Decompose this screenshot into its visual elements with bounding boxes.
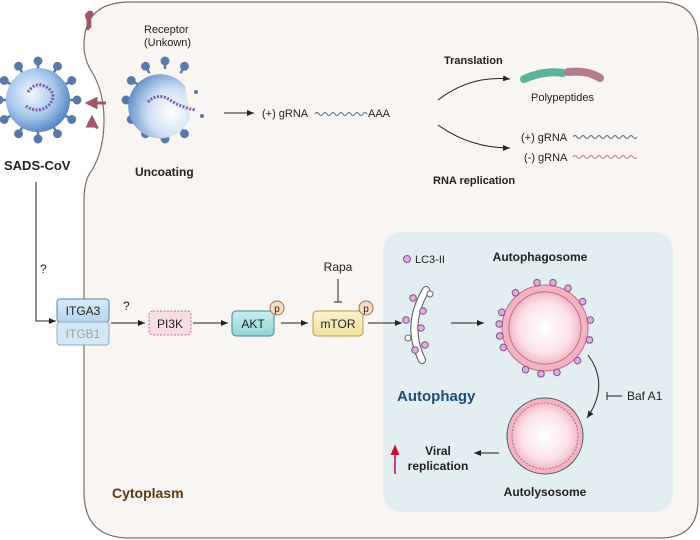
arrow-to-translation [437,75,511,101]
lc3-dot [521,365,530,374]
arrow-autophagosome-to-autolysosome [586,354,600,419]
virus-uncoating [121,56,204,144]
viral-replication-line2: replication [408,459,469,473]
receptor-label-line1: Receptor [144,24,189,36]
integrin-complex: ITGA3 ITGB1 [56,298,110,346]
minus-grna-label: (-) gRNA [524,152,568,164]
cytoplasm-label: Cytoplasm [112,485,184,501]
replication-label: RNA replication [433,175,515,187]
lc3-dot [411,346,419,354]
lc3-legend-label: LC3-II [415,254,445,266]
lc3-dot [585,336,594,344]
spike-head [14,129,23,139]
lc3-dot [573,356,582,365]
spike-head [33,134,43,144]
unknown-mark-2: ? [123,299,130,313]
autophagy-title: Autophagy [397,388,476,405]
lc3-dot [533,278,541,287]
autolysosome-icon [506,397,584,475]
lc3-dot [578,297,587,306]
grna-wave [314,112,368,116]
spike-head [0,76,9,85]
lc3-dot [549,278,557,287]
spike-head [126,76,136,85]
spike-head [14,61,23,71]
spike-head [33,56,43,66]
lc3-dot [421,341,429,349]
baf-a1-label: Baf A1 [627,389,663,403]
itgb1-label: ITGB1 [66,327,101,341]
spike-head [53,61,62,71]
mtor-label: mTOR [320,317,355,331]
lc3-dot [564,284,572,292]
autolysosome-label: Autolysosome [504,485,587,499]
spike-head [180,129,189,139]
lc3-dot [417,324,425,332]
unknown-mark-1: ? [40,262,47,276]
lc3-dot [495,332,504,340]
spike-head [72,95,82,105]
arrow-to-replication [437,124,511,151]
spike-head [53,129,62,139]
autophagosome-label: Autophagosome [493,250,588,264]
receptor-legend: Receptor (Unkown) [86,10,191,49]
pi3k-label: PI3K [157,317,183,331]
receptor-label-line2: (Unkown) [144,37,191,49]
lc3-dot [553,368,561,377]
lc3-empty-dot [426,290,434,298]
lc3-dot [402,316,410,324]
phagophore-icon [402,286,434,364]
spike-head [180,61,189,71]
baf-a1-inhibition-bar [606,392,622,400]
grna-polya: AAA [368,108,391,120]
uncoating-label: Uncoating [135,165,194,179]
spike-head [141,61,150,71]
viral-replication-line1: Viral [425,444,451,458]
grna-label: (+) gRNA [262,108,309,120]
itga3-label: ITGA3 [66,304,101,318]
virus-label: SADS-CoV [4,158,71,173]
plus-grna-wave [572,135,638,139]
lc3-dot [495,320,503,328]
akt-node: AKT p [231,300,285,337]
minus-grna-wave [572,155,638,159]
polypeptides-label: Polypeptides [531,92,594,104]
virus-sads-cov [0,56,82,144]
lc3-dot [497,308,506,317]
arrow-virus-to-integrin [35,182,56,324]
spike-head [160,56,170,66]
spike-head [0,95,4,105]
lc3-dot [586,316,595,324]
lc3-dot [409,294,417,302]
spike-head [0,115,9,124]
spike-head [67,76,77,85]
polypeptides-icon [520,67,604,83]
lc3-empty-dot [404,334,412,342]
lc3-dot [537,370,545,378]
lc3-dot [511,288,520,297]
rapa-label: Rapa [324,260,353,274]
lc3-dot [419,307,427,315]
translation-label: Translation [444,55,503,67]
akt-phospho-label: p [274,304,280,315]
mtor-phospho-label: p [363,304,369,315]
lc3-legend-dot [403,255,411,263]
mtor-node: mTOR p [312,300,374,337]
rapa-inhibition-bar [334,279,342,303]
pi3k-node: PI3K [148,310,192,336]
plus-grna-label: (+) gRNA [521,132,568,144]
spike-head [121,95,131,105]
spike-head [67,115,77,124]
lc3-dot [499,343,508,352]
autophagosome-icon [495,278,595,378]
akt-label: AKT [241,317,265,331]
